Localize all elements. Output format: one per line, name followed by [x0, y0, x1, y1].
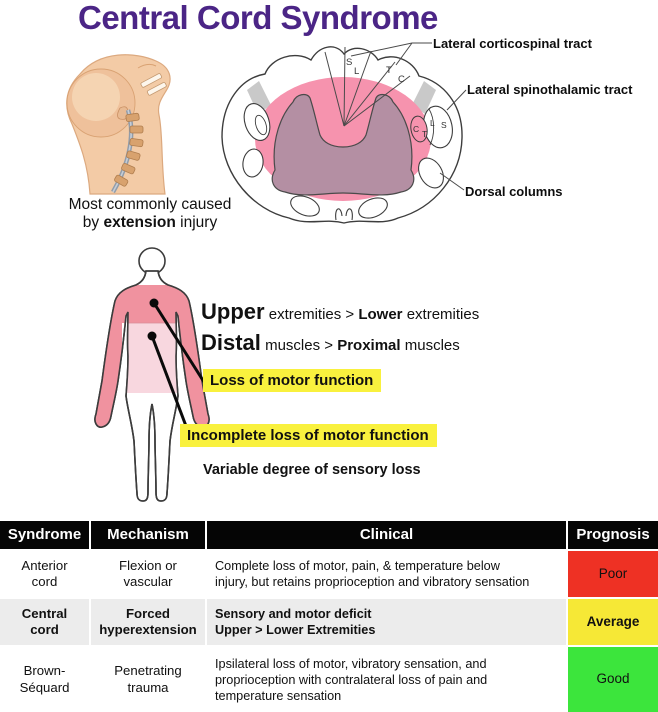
- corticospinal-wedges: [324, 46, 411, 127]
- brow-line: [137, 63, 157, 69]
- cause-extension: extension: [103, 213, 176, 231]
- teeth: [140, 73, 167, 96]
- lower-word: Lower: [358, 306, 403, 323]
- cst-letter-c: C: [398, 74, 405, 85]
- skull-highlight: [72, 73, 120, 121]
- upper-word: Upper: [201, 299, 265, 324]
- ventral-tract-ovals: [290, 195, 388, 219]
- central-mechanism-cell: Forced hyperextension: [91, 599, 205, 645]
- vertebrae: [114, 112, 144, 187]
- stt-letter-s: S: [441, 120, 447, 130]
- cause-line2-pre: by: [82, 213, 104, 231]
- central-syndrome-cell: Central cord: [0, 599, 89, 645]
- upper-end: extremities: [402, 306, 480, 323]
- central-prognosis-cell: Average: [568, 599, 658, 645]
- cause-line2-post: injury: [175, 213, 218, 231]
- gray-strip-right: [412, 81, 436, 114]
- anterior-syndrome-cell: Anterior cord: [21, 557, 68, 589]
- label-lateral-spinothalamic-tract: Lateral spinothalamic tract: [467, 82, 633, 97]
- sensory-loss-note: Variable degree of sensory loss: [203, 462, 421, 478]
- torso-pointer-dot: [147, 331, 157, 341]
- cord-cross-section: S L T C C T L S: [221, 42, 467, 224]
- syndrome-comparison-table: Syndrome Mechanism Clinical Prognosis An…: [0, 521, 658, 712]
- loss-of-motor-function-label: Loss of motor function: [203, 369, 382, 392]
- dorsal-columns-oval: [418, 157, 444, 189]
- anterior-clinical-cell: Complete loss of motor, pain, & temperat…: [215, 559, 530, 589]
- cst-letter-s: S: [346, 57, 352, 68]
- page-title: Central Cord Syndrome: [78, 0, 438, 36]
- cause-caption: Most commonly caused by extension injury: [52, 196, 248, 231]
- distal-mid: muscles >: [260, 337, 338, 354]
- ventral-fissure: [335, 208, 353, 221]
- incomplete-loss-of-motor-function-label: Incomplete loss of motor function: [180, 424, 437, 447]
- body-head: [138, 247, 166, 275]
- gray-strip-left: [247, 81, 271, 114]
- stt-letter-c: C: [413, 124, 419, 134]
- upper-mid: extremities >: [264, 306, 359, 323]
- chest-pointer-dot: [149, 298, 159, 308]
- body-pointers: [147, 298, 206, 427]
- label-dorsal-columns: Dorsal columns: [465, 184, 563, 199]
- body-figure: [94, 247, 210, 502]
- stt-letter-t: T: [422, 129, 427, 139]
- cst-letters: S L T C: [346, 57, 405, 85]
- upper-extremities-line: Upper extremities > Lower extremities: [201, 299, 479, 325]
- brown-sequard-mechanism-cell: Penetrating trauma: [114, 663, 182, 695]
- proximal-word: Proximal: [337, 337, 401, 354]
- neck-extension-illustration: [66, 54, 171, 195]
- label-lateral-corticospinal-tract: Lateral corticospinal tract: [433, 36, 592, 51]
- distal-muscles-line: Distal muscles > Proximal muscles: [201, 330, 460, 356]
- central-clinical-cell: Sensory and motor deficit Upper > Lower …: [207, 599, 566, 645]
- cst-letter-t: T: [386, 65, 392, 76]
- distal-word: Distal: [201, 330, 261, 355]
- anterior-prognosis-cell: Poor: [568, 551, 658, 597]
- leader-lines: [350, 42, 467, 191]
- brown-sequard-clinical-cell: Ipsilateral loss of motor, vibratory sen…: [215, 656, 488, 703]
- anterior-mechanism-cell: Flexion or vascular: [119, 557, 177, 589]
- cause-line1: Most commonly caused: [68, 196, 232, 213]
- header-prognosis: Prognosis: [568, 521, 658, 549]
- header-clinical: Clinical: [207, 521, 566, 549]
- cst-letter-l: L: [354, 66, 359, 77]
- gray-matter: [271, 93, 415, 196]
- spinothalamic-cluster: C T L S: [410, 105, 453, 149]
- distal-end: muscles: [400, 337, 460, 354]
- dense-deficit-left-arm: [94, 323, 122, 435]
- stt-letter-l: L: [430, 118, 435, 128]
- brown-sequard-prognosis-cell: Good: [568, 647, 658, 712]
- brown-sequard-syndrome-cell: Brown- Séquard: [19, 663, 70, 695]
- header-mechanism: Mechanism: [91, 521, 205, 549]
- left-tract-ovals: [242, 103, 271, 178]
- header-syndrome: Syndrome: [0, 521, 89, 549]
